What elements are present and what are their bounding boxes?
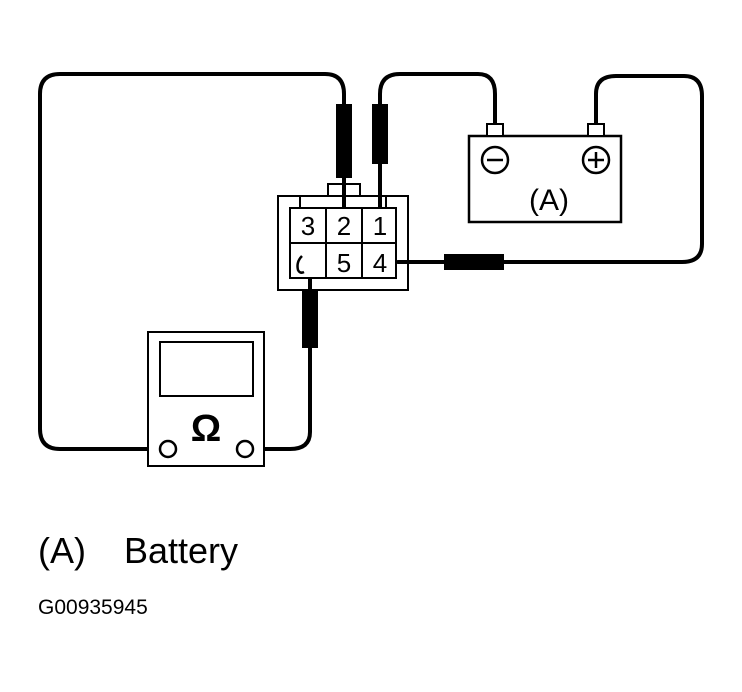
wire-battery-positive-to-pin4: [498, 74, 704, 264]
connector-housing: [277, 195, 409, 291]
figure-id: G00935945: [38, 596, 148, 619]
pin-2-label: 2: [337, 211, 351, 241]
battery: (A): [467, 123, 623, 224]
connector-latch: [327, 183, 361, 196]
battery-negative-post: [486, 123, 504, 137]
pin-3-label: 3: [301, 211, 315, 241]
ohm-icon: Ω: [191, 408, 221, 450]
legend-tag: (A): [38, 530, 86, 571]
battery-positive-post: [587, 123, 605, 137]
pin-5-label: 5: [337, 248, 351, 278]
ohmmeter-display: [159, 341, 254, 397]
wire-ohmmeter-left-to-pin2: [38, 72, 346, 451]
legend-text: Battery: [124, 530, 239, 571]
legend-caption: (A) Battery: [38, 530, 238, 572]
ohmmeter: Ω: [147, 331, 265, 467]
ohmmeter-left-terminal: [158, 439, 178, 459]
probe-terminal-right-top: [372, 104, 388, 164]
probe-terminal-pin4: [444, 254, 504, 270]
pin-1-label: 1: [373, 211, 387, 241]
wire-pin3-to-ohmmeter-right: [250, 344, 312, 451]
wire-pin1-to-battery-negative: [378, 72, 497, 130]
connector: [277, 183, 409, 291]
probe-terminal-pin3: [302, 290, 318, 348]
ohmmeter-right-terminal: [235, 439, 255, 459]
battery-label: (A): [529, 184, 569, 217]
probe-terminal-left-top: [336, 104, 352, 178]
pin-4-label: 4: [373, 248, 387, 278]
